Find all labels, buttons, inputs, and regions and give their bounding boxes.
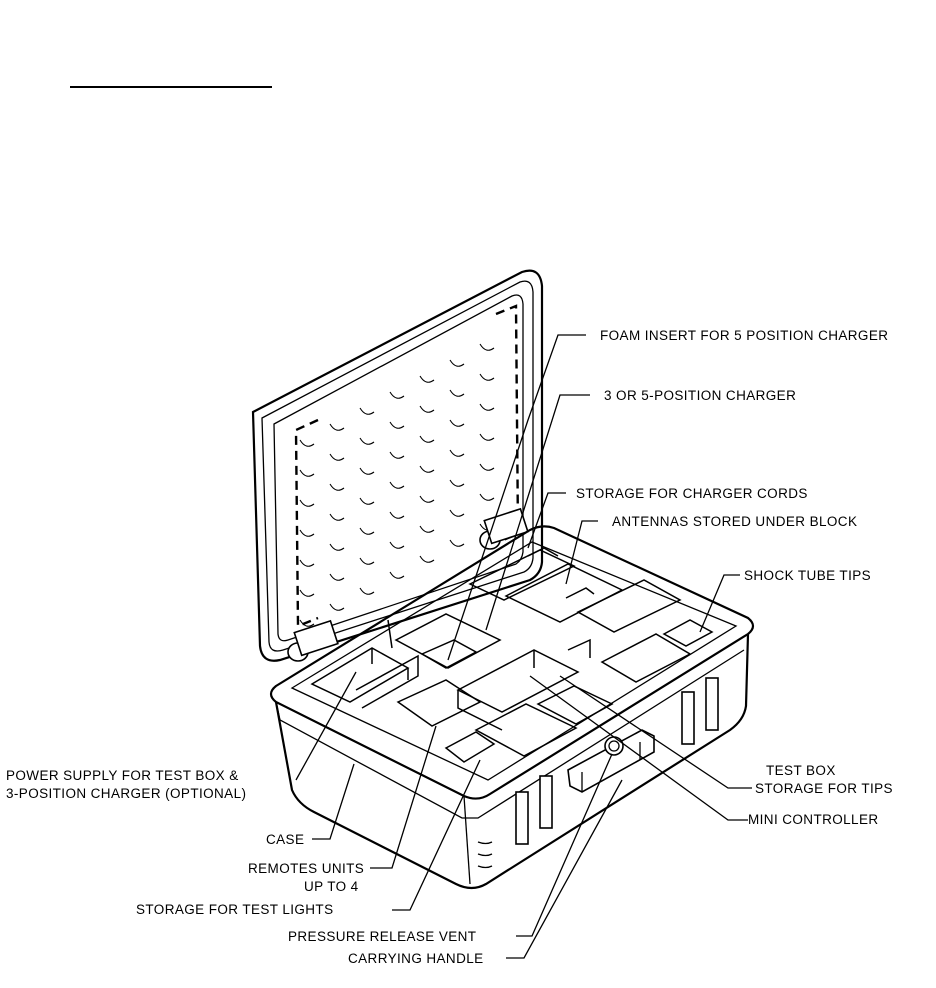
hinges xyxy=(287,507,529,662)
label-power-supply-line1: POWER SUPPLY FOR TEST BOX & xyxy=(6,768,239,783)
leader-lines xyxy=(295,334,752,959)
case-base xyxy=(269,525,755,890)
foam-compartments xyxy=(310,547,714,763)
label-mini-controller: MINI CONTROLLER xyxy=(748,812,879,827)
label-test-box-line1: TEST BOX xyxy=(766,763,836,778)
pressure-vent-drawing xyxy=(604,736,624,756)
label-shock-tube: SHOCK TUBE TIPS xyxy=(744,568,871,583)
label-carrying-handle: CARRYING HANDLE xyxy=(348,951,484,966)
label-test-lights: STORAGE FOR TEST LIGHTS xyxy=(136,902,334,917)
label-charger-cords: STORAGE FOR CHARGER CORDS xyxy=(576,486,808,501)
label-foam-insert: FOAM INSERT FOR 5 POSITION CHARGER xyxy=(600,328,888,343)
foam-egg-crate xyxy=(299,343,495,627)
label-remotes-line1: REMOTES UNITS xyxy=(248,861,364,876)
case-lid xyxy=(251,269,544,662)
label-case: CASE xyxy=(266,832,304,847)
label-antennas: ANTENNAS STORED UNDER BLOCK xyxy=(612,514,857,529)
label-test-box-line2: STORAGE FOR TIPS xyxy=(755,781,893,796)
label-charger: 3 OR 5-POSITION CHARGER xyxy=(604,388,796,403)
label-pressure-vent: PRESSURE RELEASE VENT xyxy=(288,929,476,944)
label-power-supply-line2: 3-POSITION CHARGER (OPTIONAL) xyxy=(6,786,246,801)
label-remotes-line2: UP TO 4 xyxy=(304,879,359,894)
